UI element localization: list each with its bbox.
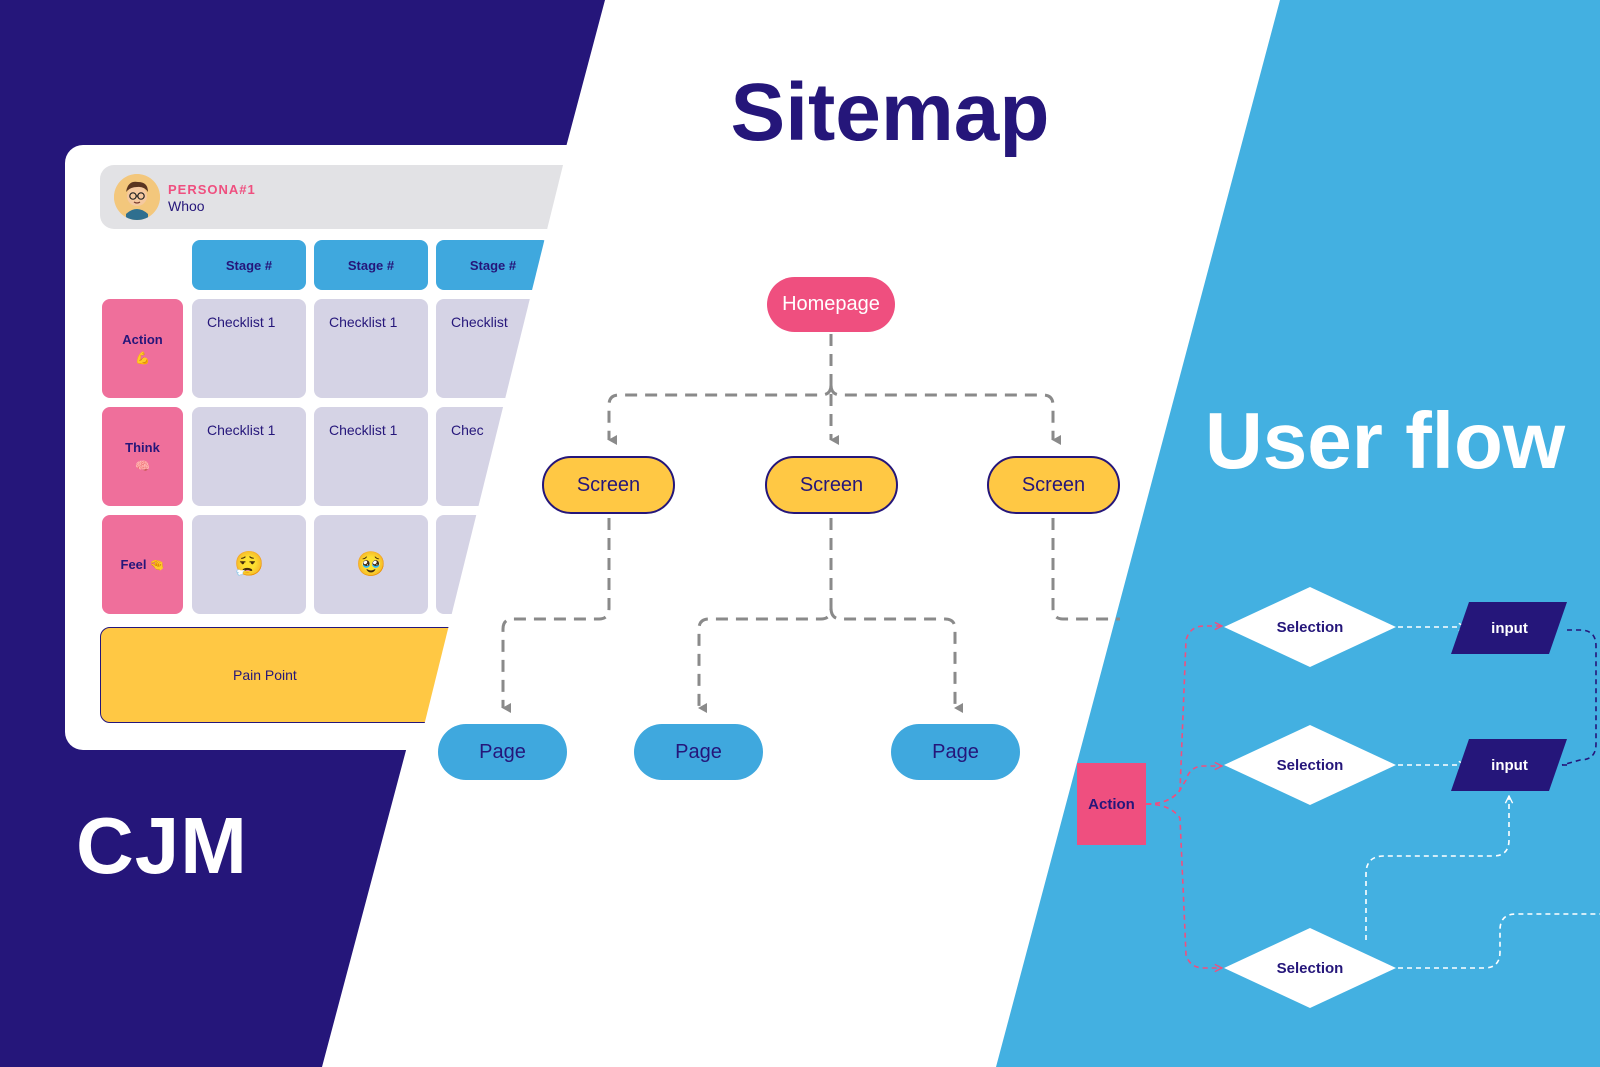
screen-node-2[interactable]: Screen [765,456,898,514]
cell-text: Checklist [451,314,508,330]
cjm-title: CJM [76,801,248,890]
screen-node-3[interactable]: Screen [987,456,1120,514]
input-label: input [1491,619,1528,637]
sitemap-title: Sitemap [730,67,1050,158]
diamond-shape [1224,928,1396,1008]
brain-icon: 🧠 [135,458,150,473]
parallelogram-shape [1451,739,1567,791]
selection-node-2[interactable]: Selection [1222,723,1398,807]
cell-text: Checklist 1 [207,422,276,438]
persona-tag: PERSONA#1 [168,182,256,197]
userflow-title: User flow [1205,396,1566,485]
cjm-cell[interactable]: Checklist 1 [314,299,428,398]
homepage-node[interactable]: Homepage [767,277,895,332]
stage-header-2: Stage # [314,240,428,290]
cell-text: Checklist 1 [329,314,398,330]
row-label-text: Think [125,439,160,455]
cjm-cell[interactable]: Checklist 1 [314,407,428,506]
exhaling-face-icon: 😮‍💨 [234,551,264,578]
cjm-cell[interactable]: Checklist 1 [192,299,306,398]
cjm-cell[interactable]: 🥹 [314,515,428,614]
persona-bar: PERSONA#1 Whoo [100,165,568,229]
flexed-biceps-icon: 💪 [135,350,150,365]
selection-node-1[interactable]: Selection [1222,585,1398,669]
selection-label: Selection [1276,959,1344,977]
stage-header-1: Stage # [192,240,306,290]
selection-label: Selection [1276,618,1344,636]
page-node-1[interactable]: Page [438,724,567,780]
selection-label: Selection [1276,756,1344,774]
cell-text: Checklist 1 [329,422,398,438]
row-label-text: Action [122,331,163,347]
pleading-face-icon: 🥹 [356,551,386,578]
cjm-cell[interactable]: Checklist 1 [192,407,306,506]
persona-name: Whoo [168,198,205,214]
stage-header-3: Stage # [436,240,550,290]
diamond-shape [1224,725,1396,805]
userflow-action-node[interactable]: Action [1077,763,1146,845]
pinching-hand-icon: 🤏 [149,557,165,572]
page-node-3[interactable]: Page [891,724,1020,780]
screen-node-1[interactable]: Screen [542,456,675,514]
row-label-action: Action 💪 [102,299,183,398]
selection-node-3[interactable]: Selection [1222,926,1398,1010]
row-label-think: Think 🧠 [102,407,183,506]
parallelogram-shape [1451,602,1567,654]
cjm-cell[interactable]: 😮‍💨 [192,515,306,614]
diamond-shape [1224,587,1396,667]
cell-text: Chec [451,422,484,438]
pain-point-label: Pain Point [233,667,297,683]
page-node-2[interactable]: Page [634,724,763,780]
row-label-text: Feel [120,556,147,572]
cell-text: Checklist 1 [207,314,276,330]
input-node-1[interactable]: input [1451,600,1568,656]
persona-avatar [114,174,160,220]
input-label: input [1491,756,1528,774]
input-node-2[interactable]: input [1451,737,1568,793]
row-label-feel: Feel 🤏 [102,515,183,614]
